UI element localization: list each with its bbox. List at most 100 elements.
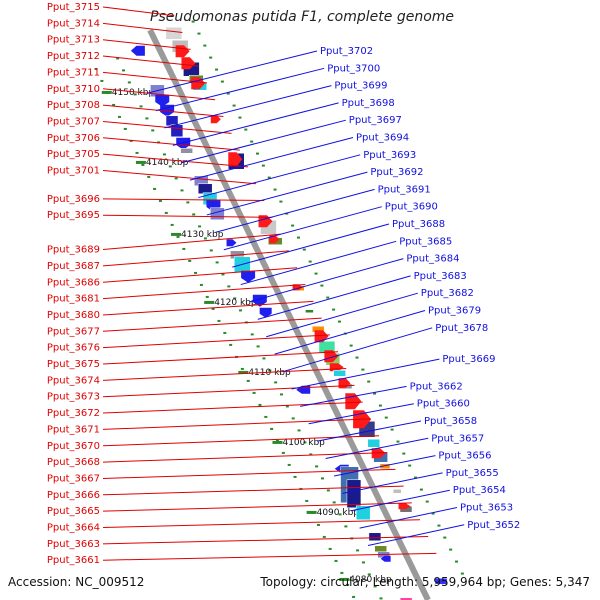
gene-feature[interactable] <box>228 152 243 167</box>
gene-feature[interactable] <box>269 235 280 244</box>
gene-label-left[interactable]: Pput_3706 <box>47 133 100 144</box>
scale-tick <box>306 510 317 514</box>
gene-feature[interactable] <box>392 488 402 494</box>
gene-label-left[interactable]: Pput_3710 <box>47 84 100 95</box>
gene-label-left[interactable]: Pput_3696 <box>47 194 100 205</box>
gene-label-left[interactable]: Pput_3687 <box>47 261 100 272</box>
gene-feature[interactable] <box>181 57 196 70</box>
gene-label-left[interactable]: Pput_3671 <box>47 424 100 435</box>
gene-feature[interactable] <box>368 532 382 542</box>
gene-label-right[interactable]: Pput_3698 <box>342 98 395 109</box>
gene-feature[interactable] <box>226 239 237 247</box>
gene-label-right[interactable]: Pput_3658 <box>424 416 477 427</box>
gene-feature[interactable] <box>305 309 314 313</box>
leader-line-right <box>189 137 354 181</box>
gene-label-right[interactable]: Pput_3683 <box>414 271 467 282</box>
gene-label-left[interactable]: Pput_3711 <box>47 67 100 78</box>
gene-label-right[interactable]: Pput_3700 <box>327 63 380 74</box>
gene-feature[interactable] <box>333 369 346 377</box>
gene-feature[interactable] <box>367 438 381 448</box>
gene-label-left[interactable]: Pput_3686 <box>47 277 100 288</box>
gene-feature[interactable] <box>241 270 256 283</box>
gene-label-left[interactable]: Pput_3676 <box>47 343 100 354</box>
scale-dot <box>309 453 313 456</box>
gene-label-left[interactable]: Pput_3701 <box>47 166 100 177</box>
leader-line-left <box>102 519 421 528</box>
gene-label-left[interactable]: Pput_3675 <box>47 359 100 370</box>
scale-dot <box>164 211 168 214</box>
gene-label-right[interactable]: Pput_3702 <box>320 46 373 57</box>
gene-feature[interactable] <box>374 545 388 553</box>
gene-label-left[interactable]: Pput_3715 <box>47 2 100 13</box>
gene-label-right[interactable]: Pput_3653 <box>460 503 513 514</box>
gene-feature[interactable] <box>170 124 184 138</box>
gene-label-left[interactable]: Pput_3707 <box>47 116 100 127</box>
gene-label-right[interactable]: Pput_3660 <box>417 399 470 410</box>
gene-label-left[interactable]: Pput_3705 <box>47 149 100 160</box>
gene-label-right[interactable]: Pput_3682 <box>421 288 474 299</box>
gene-feature[interactable] <box>165 115 179 127</box>
gene-label-left[interactable]: Pput_3673 <box>47 392 100 403</box>
gene-label-right[interactable]: Pput_3657 <box>431 433 484 444</box>
gene-feature[interactable] <box>165 26 183 40</box>
gene-feature[interactable] <box>346 479 362 509</box>
gene-label-left[interactable]: Pput_3670 <box>47 441 100 452</box>
gene-label-right[interactable]: Pput_3684 <box>406 254 459 265</box>
gene-feature[interactable] <box>197 183 213 195</box>
gene-feature[interactable] <box>176 137 191 150</box>
gene-label-left[interactable]: Pput_3666 <box>47 490 100 501</box>
gene-label-left[interactable]: Pput_3680 <box>47 310 100 321</box>
gene-label-right[interactable]: Pput_3692 <box>370 167 423 178</box>
gene-label-left[interactable]: Pput_3661 <box>47 555 100 566</box>
gene-label-left[interactable]: Pput_3695 <box>47 210 100 221</box>
gene-feature[interactable] <box>180 148 193 154</box>
scale-dot <box>349 344 353 347</box>
gene-label-left[interactable]: Pput_3708 <box>47 100 100 111</box>
gene-label-right[interactable]: Pput_3690 <box>385 202 438 213</box>
gene-label-right[interactable]: Pput_3655 <box>446 468 499 479</box>
gene-feature[interactable] <box>130 45 145 56</box>
scale-dot <box>199 283 203 286</box>
gene-label-right[interactable]: Pput_3688 <box>392 219 445 230</box>
gene-label-left[interactable]: Pput_3672 <box>47 408 100 419</box>
gene-label-right[interactable]: Pput_3662 <box>410 381 463 392</box>
gene-label-right[interactable]: Pput_3669 <box>442 354 495 365</box>
gene-label-right[interactable]: Pput_3652 <box>467 520 520 531</box>
gene-label-right[interactable]: Pput_3694 <box>356 133 409 144</box>
gene-label-right[interactable]: Pput_3678 <box>435 323 488 334</box>
scale-dot <box>340 571 344 574</box>
gene-label-right[interactable]: Pput_3679 <box>428 306 481 317</box>
gene-feature[interactable] <box>399 597 413 600</box>
gene-label-left[interactable]: Pput_3668 <box>47 457 100 468</box>
gene-feature[interactable] <box>324 350 339 363</box>
gene-label-right[interactable]: Pput_3699 <box>334 81 387 92</box>
gene-label-left[interactable]: Pput_3665 <box>47 506 100 517</box>
gene-label-left[interactable]: Pput_3664 <box>47 523 100 534</box>
gene-label-right[interactable]: Pput_3693 <box>363 150 416 161</box>
gene-feature[interactable] <box>259 307 272 318</box>
gene-label-left[interactable]: Pput_3674 <box>47 375 100 386</box>
gene-feature[interactable] <box>155 94 170 107</box>
gene-label-left[interactable]: Pput_3681 <box>47 294 100 305</box>
gene-feature[interactable] <box>210 115 221 124</box>
gene-label-left[interactable]: Pput_3714 <box>47 18 100 29</box>
gene-label-right[interactable]: Pput_3697 <box>349 115 402 126</box>
gene-label-left[interactable]: Pput_3712 <box>47 51 100 62</box>
genome-backbone <box>147 28 431 600</box>
gene-feature[interactable] <box>434 577 448 585</box>
gene-label-left[interactable]: Pput_3663 <box>47 539 100 550</box>
scale-dot <box>443 536 447 539</box>
gene-label-right[interactable]: Pput_3656 <box>438 451 491 462</box>
gene-label-left[interactable]: Pput_3713 <box>47 35 100 46</box>
gene-feature[interactable] <box>398 503 411 510</box>
gene-label-right[interactable]: Pput_3685 <box>399 236 452 247</box>
gene-label-left[interactable]: Pput_3677 <box>47 326 100 337</box>
gene-label-right[interactable]: Pput_3654 <box>453 485 506 496</box>
scale-dot <box>384 416 388 419</box>
gene-feature[interactable] <box>191 77 206 90</box>
gene-label-left[interactable]: Pput_3689 <box>47 245 100 256</box>
gene-feature[interactable] <box>380 555 391 562</box>
gene-label-right[interactable]: Pput_3691 <box>378 184 431 195</box>
gene-label-left[interactable]: Pput_3667 <box>47 473 100 484</box>
